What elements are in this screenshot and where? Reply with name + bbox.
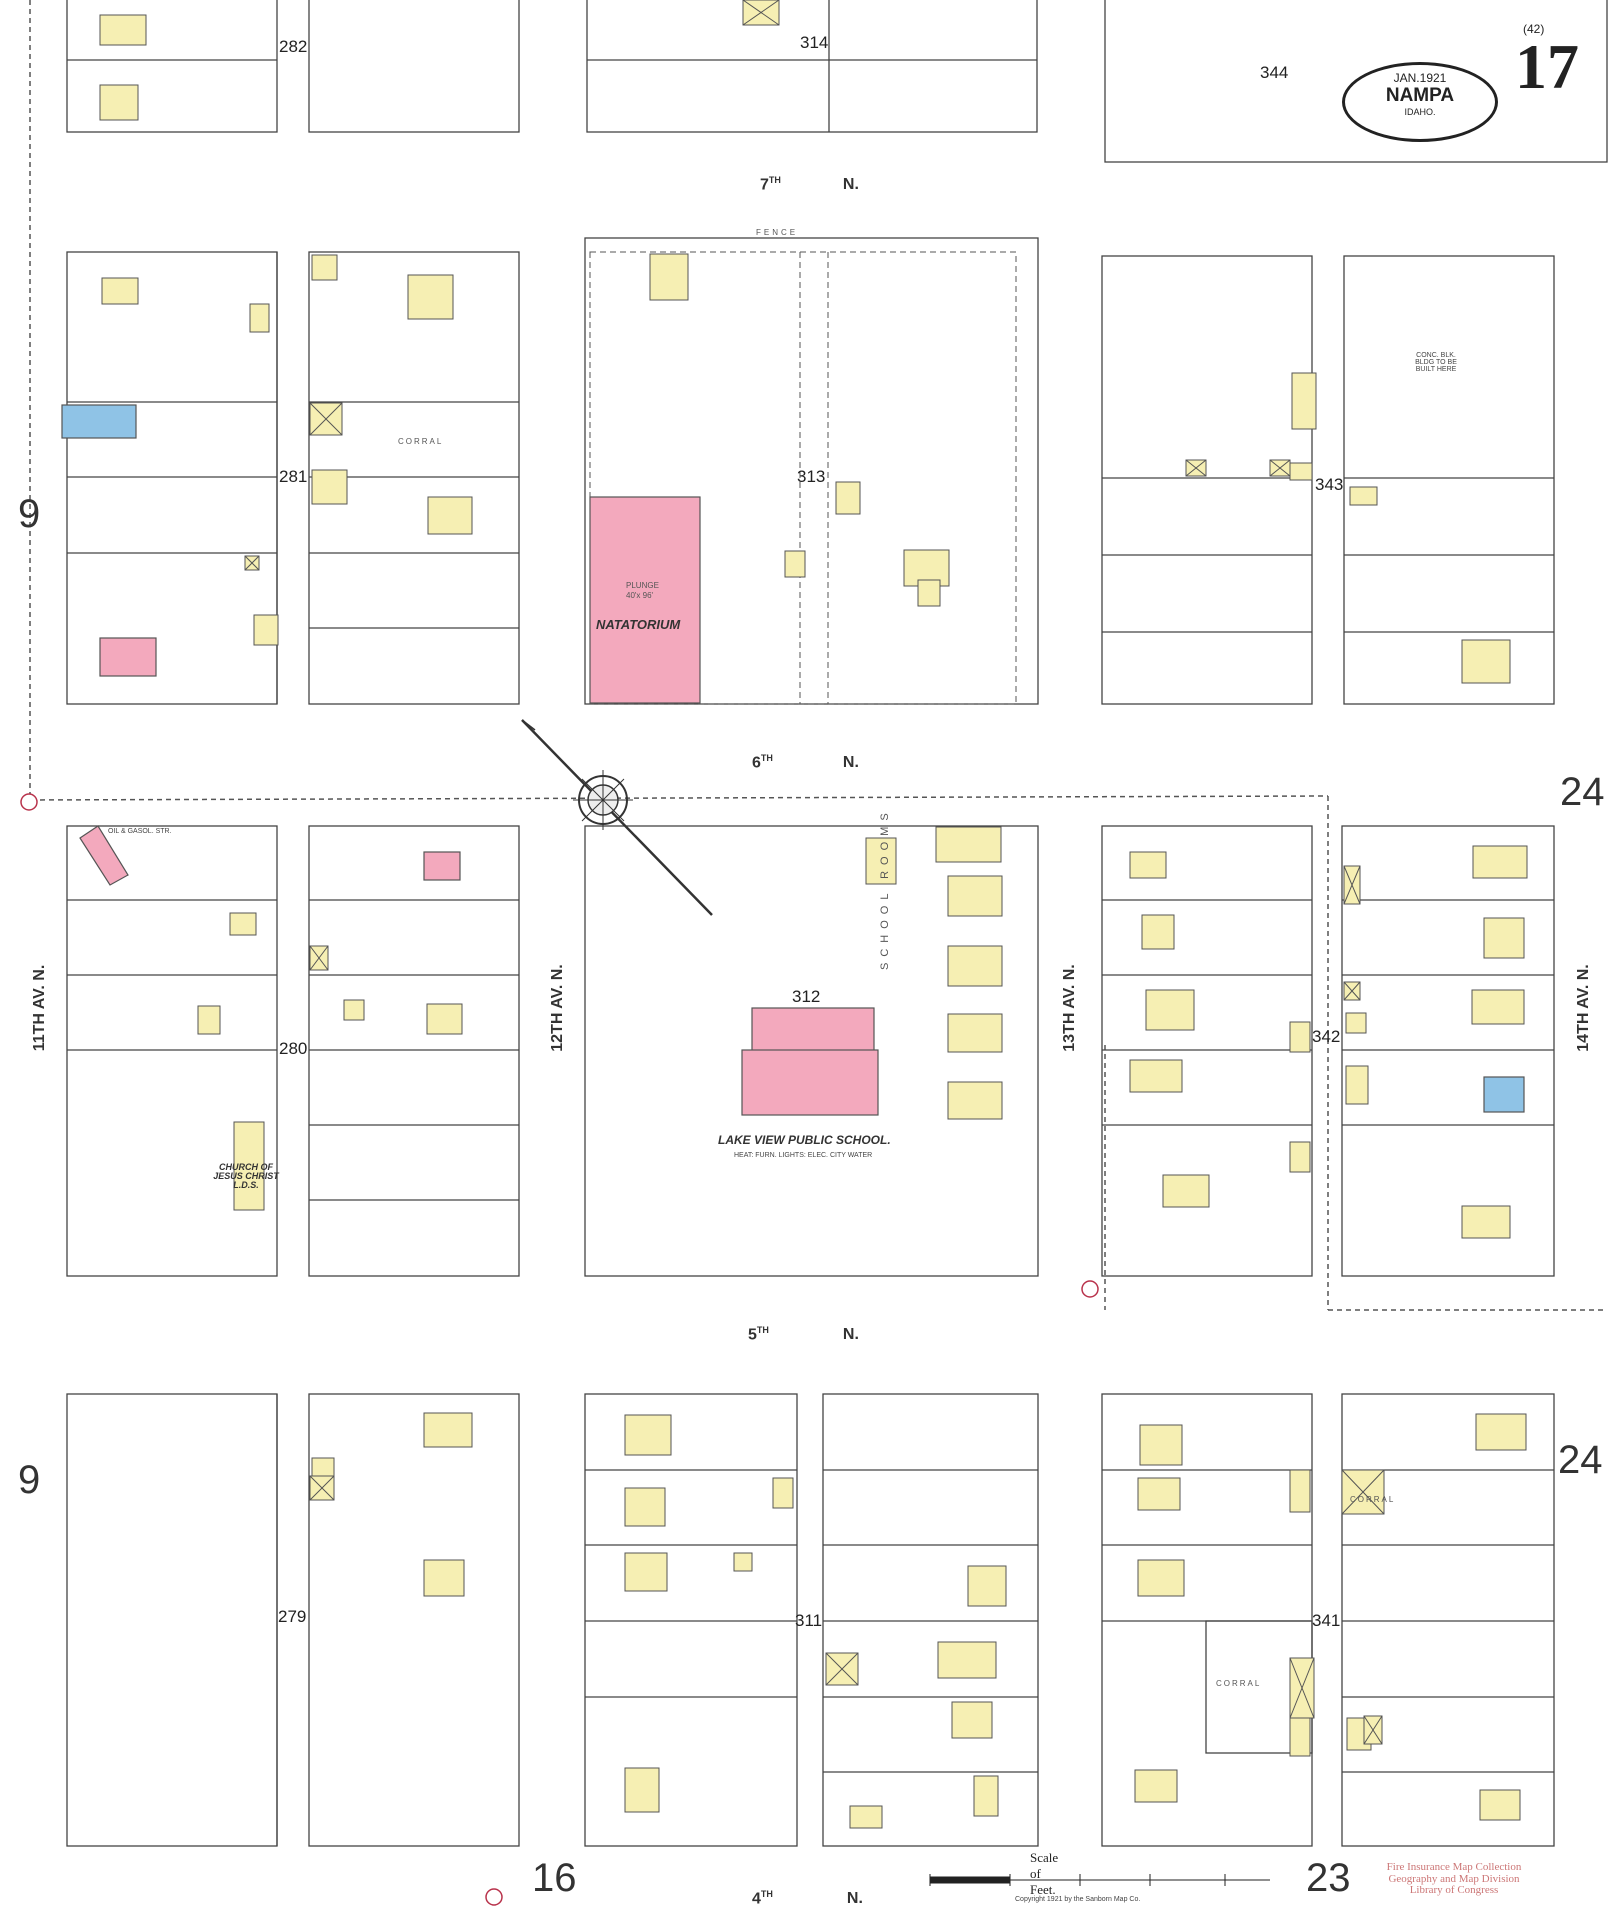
- stamp-line-2: Geography and Map Division: [1388, 1872, 1520, 1885]
- dwelling-buildings: [99, 14, 1528, 1829]
- avenue-11th: 11TH AV. N.: [31, 964, 48, 1052]
- block-280: 280: [279, 1039, 308, 1058]
- adjacent-sheet-23: 23: [1306, 1856, 1351, 1900]
- auto-sheds: [244, 0, 1385, 1745]
- block-313: 313: [797, 467, 826, 486]
- block-314: 314: [800, 33, 829, 52]
- copyright-note: Copyright 1921 by the Sanborn Map Co.: [1015, 1896, 1141, 1903]
- avenue-14th: 14TH AV. N.: [1575, 964, 1592, 1052]
- scale-title: Scale of Feet.: [1030, 1850, 1059, 1897]
- fence-label: FENCE: [756, 228, 799, 237]
- natatorium-block-divisions: [589, 251, 1017, 705]
- block-311: 311: [795, 1611, 823, 1630]
- north-arrow-compass: [521, 719, 713, 916]
- block-312: 312: [792, 987, 821, 1006]
- natatorium-building: [589, 496, 701, 704]
- plunge-size: 40'x 96': [626, 591, 654, 600]
- fire-limit-boundary: [21, 0, 1605, 1311]
- adjacent-sheet-24-upper: 24: [1560, 770, 1605, 814]
- brick-buildings: [79, 496, 879, 1116]
- adjacent-sheet-9-lower: 9: [18, 1458, 41, 1502]
- school-notes: HEAT: FURN. LIGHTS: ELEC. CITY WATER: [734, 1152, 873, 1159]
- block-343: 343: [1315, 475, 1344, 494]
- conc-bldg-note: CONC. BLK. BLDG TO BE BUILT HERE: [1415, 352, 1457, 373]
- oil-gasol-label: OIL & GASOL. STR.: [108, 828, 172, 835]
- stamp-line-3: Library of Congress: [1409, 1884, 1499, 1897]
- library-stamp: Fire Insurance Map Collection Geography …: [1374, 1861, 1534, 1897]
- adjacent-sheet-16: 16: [532, 1856, 577, 1900]
- corral-label: CORRAL: [398, 437, 444, 446]
- sheet-number: 17: [1515, 31, 1579, 102]
- school-building-lower: [741, 1049, 879, 1116]
- concrete-buildings: [61, 404, 1525, 1113]
- avenue-13th: 13TH AV. N.: [1061, 964, 1078, 1052]
- school-name: LAKE VIEW PUBLIC SCHOOL.: [718, 1133, 891, 1147]
- adjacent-sheet-24-lower: 24: [1558, 1438, 1603, 1482]
- church-label: CHURCH OF JESUS CHRIST L.D.S.: [213, 1162, 279, 1190]
- title-cartouche: JAN.1921 NAMPA IDAHO.: [1342, 62, 1498, 142]
- corral-label-341: CORRAL: [1350, 1495, 1396, 1504]
- block-344: 344: [1260, 63, 1289, 82]
- stamp-line-1: Fire Insurance Map Collection: [1386, 1861, 1522, 1873]
- city-name: NAMPA: [1385, 85, 1455, 106]
- fire-alarm-markers: [20, 793, 1099, 1906]
- corral-label-341b: CORRAL: [1216, 1679, 1262, 1688]
- school-rooms-label: SCHOOL ROOMS: [879, 807, 891, 970]
- block-281: 281: [279, 467, 308, 486]
- block-282: 282: [279, 37, 308, 56]
- map-date: JAN.1921: [1393, 71, 1447, 85]
- natatorium-label: NATATORIUM: [596, 617, 681, 632]
- plunge-label: PLUNGE: [626, 581, 659, 590]
- sheet-sub-number: (42): [1523, 22, 1545, 36]
- block-341: 341: [1312, 1611, 1341, 1630]
- scale-bar: [929, 1874, 1270, 1886]
- avenue-12th: 12TH AV. N.: [549, 964, 566, 1052]
- state-name: IDAHO.: [1404, 107, 1436, 117]
- block-279: 279: [278, 1607, 307, 1626]
- adjacent-sheet-9-upper: 9: [18, 492, 41, 536]
- block-342: 342: [1312, 1027, 1341, 1046]
